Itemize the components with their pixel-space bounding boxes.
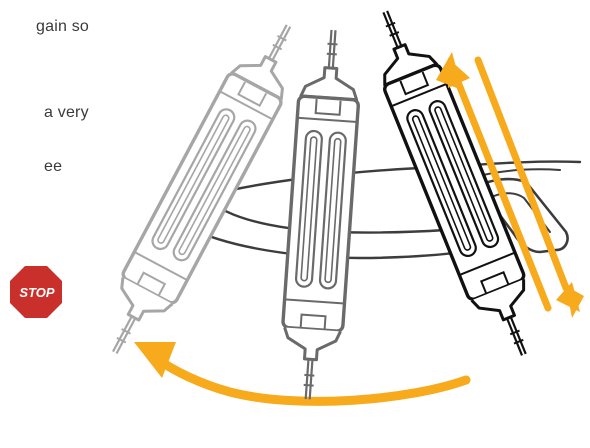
- text-fragment-2: a very: [44, 104, 89, 121]
- double-arrow-icon: [436, 52, 584, 318]
- transducer-ghost-light: [86, 10, 317, 369]
- stop-sign-label: STOP: [19, 285, 54, 300]
- transducer-ghost-mid: [276, 26, 366, 404]
- text-fragment-3: ee: [44, 158, 63, 175]
- curved-arrow-icon: [134, 342, 471, 406]
- text-fragment-1: gain so: [36, 18, 89, 35]
- stop-sign-icon: STOP: [10, 266, 62, 318]
